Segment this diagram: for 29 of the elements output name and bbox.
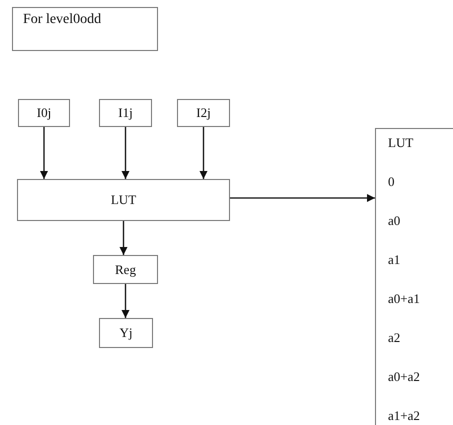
table-entry: a0 (388, 213, 400, 229)
arrow (40, 127, 48, 179)
arrow (230, 194, 375, 202)
input-box (177, 99, 230, 127)
register-box (93, 255, 158, 284)
arrow (200, 127, 208, 179)
table-entry: a2 (388, 330, 400, 346)
table-entry: a1 (388, 252, 400, 268)
box-label: I0j (36, 105, 52, 121)
box-label: For level0odd (23, 12, 102, 29)
input-box (99, 99, 152, 127)
lut-box (17, 179, 230, 221)
box-label: Yj (120, 325, 132, 341)
arrow (120, 221, 128, 255)
lut-table (375, 128, 453, 425)
table-heading: LUT (388, 135, 414, 151)
table-entry: a0+a1 (388, 291, 420, 307)
title-box (12, 7, 158, 51)
input-box (99, 318, 153, 348)
table-entry: a0+a2 (388, 369, 420, 385)
table-entry: a1+a2 (388, 408, 420, 424)
box-label: I1j (118, 105, 133, 121)
arrow (122, 127, 130, 179)
box-label: Reg (115, 262, 136, 278)
input-box (18, 99, 70, 127)
box-label: I2j (196, 105, 211, 121)
table-entry: 0 (388, 174, 394, 190)
arrow (122, 284, 130, 318)
box-label: LUT (110, 192, 136, 208)
